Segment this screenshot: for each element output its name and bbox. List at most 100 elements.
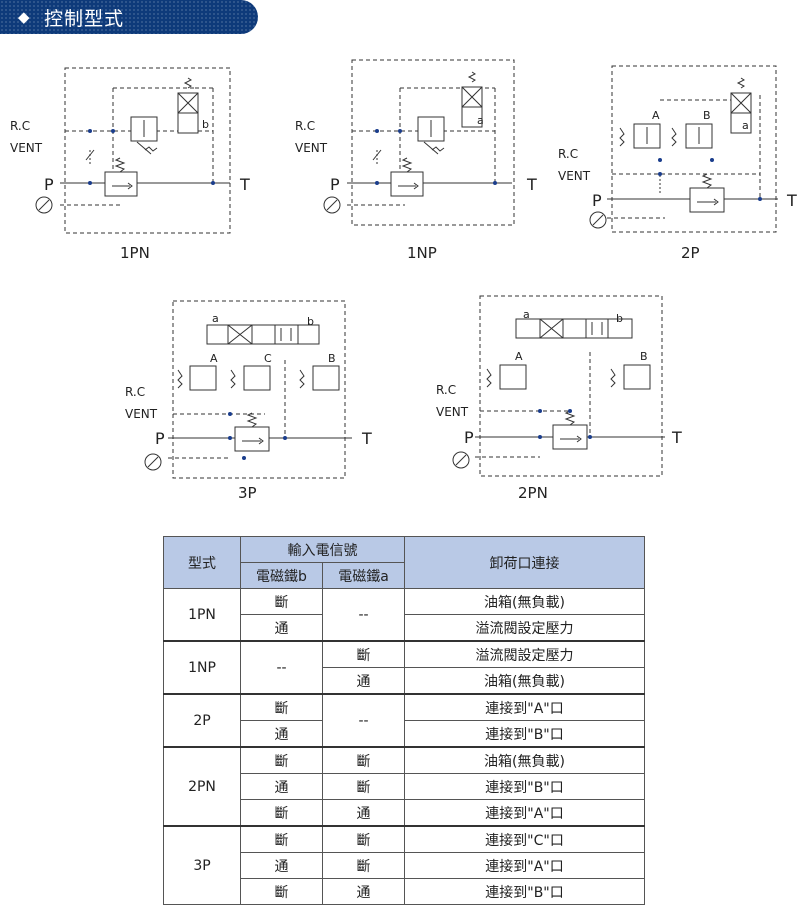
sol-a-cell: 通 [322, 799, 405, 827]
label-C-3p: C [264, 352, 272, 365]
caption-2p: 2P [681, 244, 700, 262]
sol-a-cell: 斷 [322, 852, 405, 879]
table-row: 通 溢流閥設定壓力 [164, 614, 645, 642]
sol-b-cell: 斷 [240, 693, 323, 721]
type-cell: 3P [163, 825, 241, 905]
label-vent-1pn: VENT [10, 141, 43, 155]
sol-a-cell: 斷 [322, 746, 405, 774]
result-cell: 溢流閥設定壓力 [404, 640, 645, 668]
sol-a-cell: -- [322, 693, 405, 748]
label-t-2p: T [786, 191, 797, 210]
caption-1np: 1NP [407, 244, 437, 262]
caption-1pn: 1PN [120, 244, 150, 262]
label-p-2p: P [592, 191, 602, 210]
table-row: 通 油箱(無負載) [164, 667, 645, 695]
table-row: 通 斷 連接到"A"口 [164, 852, 645, 879]
sol-b-cell: 斷 [240, 878, 323, 905]
label-t-1pn: T [239, 175, 250, 194]
label-t-3p: T [361, 429, 372, 448]
diagram-2pn [452, 295, 665, 477]
result-cell: 連接到"A"口 [404, 693, 645, 721]
sol-b-cell: 通 [240, 773, 323, 800]
sol-b-cell: 通 [240, 720, 323, 748]
control-table: 型式 輸入電信號 卸荷口連接 電磁鐵b 電磁鐵a 1PN 斷 -- 油箱(無負載… [163, 536, 645, 905]
table-row: 3P 斷 斷 連接到"C"口 [163, 825, 645, 905]
sol-a-cell: 斷 [322, 640, 405, 668]
table-row: 通 連接到"B"口 [164, 720, 645, 748]
result-cell: 油箱(無負載) [404, 667, 645, 695]
label-B-2pn: B [640, 350, 648, 363]
result-cell: 連接到"B"口 [404, 773, 645, 800]
diagram-1pn [35, 67, 231, 234]
label-vent-1np: VENT [295, 141, 328, 155]
circuit-diagrams: R.C VENT P T b 1PN R.C VENT P T a 1NP R.… [10, 59, 797, 502]
sol-a-cell: 斷 [322, 825, 405, 853]
label-b-2pn: b [616, 312, 623, 325]
table-row: 2P 斷 -- 連接到"A"口 [163, 693, 645, 748]
label-b-1pn: b [202, 118, 209, 131]
result-cell: 油箱(無負載) [404, 746, 645, 774]
header-sol-a: 電磁鐵a [322, 562, 405, 589]
type-cell: 2P [163, 693, 241, 748]
section-title: 控制型式 [44, 8, 125, 30]
type-cell: 2PN [163, 746, 241, 827]
sol-a-cell: 通 [322, 878, 405, 905]
label-p-1np: P [330, 175, 340, 194]
diagram-2p [589, 65, 778, 233]
header-unload: 卸荷口連接 [404, 536, 645, 589]
table-row: 2PN 斷 斷 油箱(無負載) [163, 746, 645, 827]
sol-b-cell: 斷 [240, 799, 323, 827]
result-cell: 溢流閥設定壓力 [404, 614, 645, 642]
label-a-1np: a [477, 114, 484, 127]
label-a-2p: a [742, 119, 749, 132]
table-row: 斷 通 連接到"A"口 [164, 799, 645, 827]
table-row: 通 斷 連接到"B"口 [164, 773, 645, 800]
label-a-2pn: a [523, 308, 530, 321]
label-p-3p: P [155, 429, 165, 448]
sol-b-cell: 斷 [240, 588, 323, 615]
label-rc-3p: R.C [125, 385, 145, 399]
label-p-2pn: P [464, 428, 474, 447]
sol-b-cell: 斷 [240, 825, 323, 853]
result-cell: 連接到"B"口 [404, 720, 645, 748]
sol-a-cell: 通 [322, 667, 405, 695]
header-input: 輸入電信號 [240, 536, 405, 563]
label-t-2pn: T [671, 428, 682, 447]
result-cell: 連接到"C"口 [404, 825, 645, 853]
sol-b-cell: 斷 [240, 746, 323, 774]
label-rc-2p: R.C [558, 147, 578, 161]
table-row: 斷 通 連接到"B"口 [164, 878, 645, 905]
result-cell: 連接到"A"口 [404, 852, 645, 879]
table-row: 1PN 斷 -- 油箱(無負載) [163, 588, 645, 642]
header-sol-b: 電磁鐵b [240, 562, 323, 589]
label-b-3p: b [307, 315, 314, 328]
label-vent-2pn: VENT [436, 405, 469, 419]
label-B-2p: B [703, 109, 711, 122]
label-vent-3p: VENT [125, 407, 158, 421]
sol-a-cell: 斷 [322, 773, 405, 800]
sol-b-cell: 通 [240, 852, 323, 879]
label-A-2p: A [652, 109, 660, 122]
diagram-3p [144, 300, 352, 479]
label-A-3p: A [210, 352, 218, 365]
result-cell: 連接到"A"口 [404, 799, 645, 827]
caption-3p: 3P [238, 484, 257, 502]
diagram-1np [323, 59, 515, 226]
result-cell: 油箱(無負載) [404, 588, 645, 615]
section-header: ◆ 控制型式 [0, 0, 258, 34]
sol-a-cell: -- [322, 588, 405, 642]
type-cell: 1PN [163, 588, 241, 642]
label-a-3p: a [212, 312, 219, 325]
caption-2pn: 2PN [518, 484, 548, 502]
table-row: 1NP -- 斷 溢流閥設定壓力 [163, 640, 645, 695]
result-cell: 連接到"B"口 [404, 878, 645, 905]
label-rc-2pn: R.C [436, 383, 456, 397]
label-rc-1pn: R.C [10, 119, 30, 133]
diamond-icon: ◆ [18, 8, 30, 26]
header-type: 型式 [163, 536, 241, 589]
label-vent-2p: VENT [558, 169, 591, 183]
label-rc-1np: R.C [295, 119, 315, 133]
type-cell: 1NP [163, 640, 241, 695]
label-A-2pn: A [515, 350, 523, 363]
sol-b-cell: -- [240, 640, 323, 695]
